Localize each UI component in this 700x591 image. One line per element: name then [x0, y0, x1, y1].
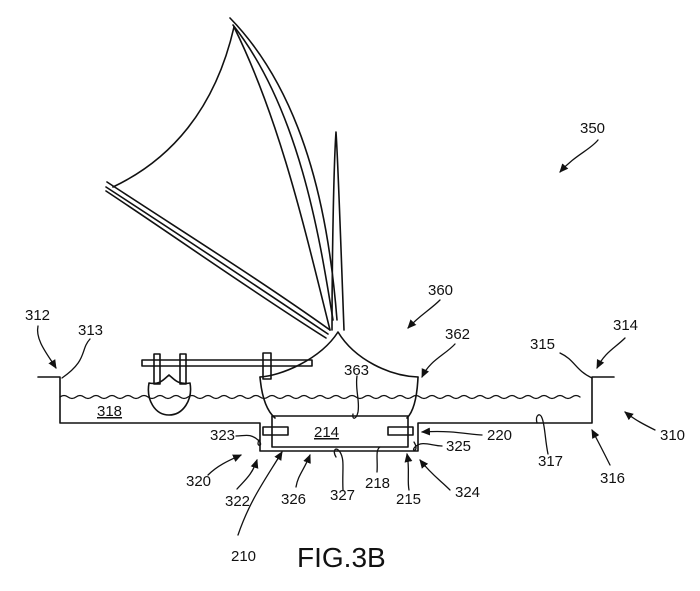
figure-caption: FIG.3B [297, 542, 386, 573]
ref-363: 363 [344, 362, 369, 379]
ref-327: 327 [330, 487, 355, 504]
ref-360: 360 [428, 282, 453, 299]
ref-313: 313 [78, 322, 103, 339]
ref-312: 312 [25, 307, 50, 324]
ref-214: 214 [314, 424, 339, 441]
ref-350: 350 [580, 120, 605, 137]
water-surface [59, 394, 581, 400]
mast [331, 131, 345, 331]
ref-316: 316 [600, 470, 625, 487]
ref-314: 314 [613, 317, 638, 334]
leader-lines [36, 139, 656, 536]
sail [105, 17, 338, 339]
ref-325: 325 [446, 438, 471, 455]
ref-317: 317 [538, 453, 563, 470]
module [262, 415, 414, 448]
ref-318: 318 [97, 403, 122, 420]
ref-324: 324 [455, 484, 480, 501]
ref-320: 320 [186, 473, 211, 490]
boat-hull [259, 331, 419, 419]
ref-315: 315 [530, 336, 555, 353]
ref-322: 322 [225, 493, 250, 510]
ref-220: 220 [487, 427, 512, 444]
ref-326: 326 [281, 491, 306, 508]
outrigger [141, 352, 313, 416]
ref-362: 362 [445, 326, 470, 343]
ref-210: 210 [231, 548, 256, 565]
ref-218: 218 [365, 475, 390, 492]
ref-310: 310 [660, 427, 685, 444]
ref-215: 215 [396, 491, 421, 508]
ref-323: 323 [210, 427, 235, 444]
